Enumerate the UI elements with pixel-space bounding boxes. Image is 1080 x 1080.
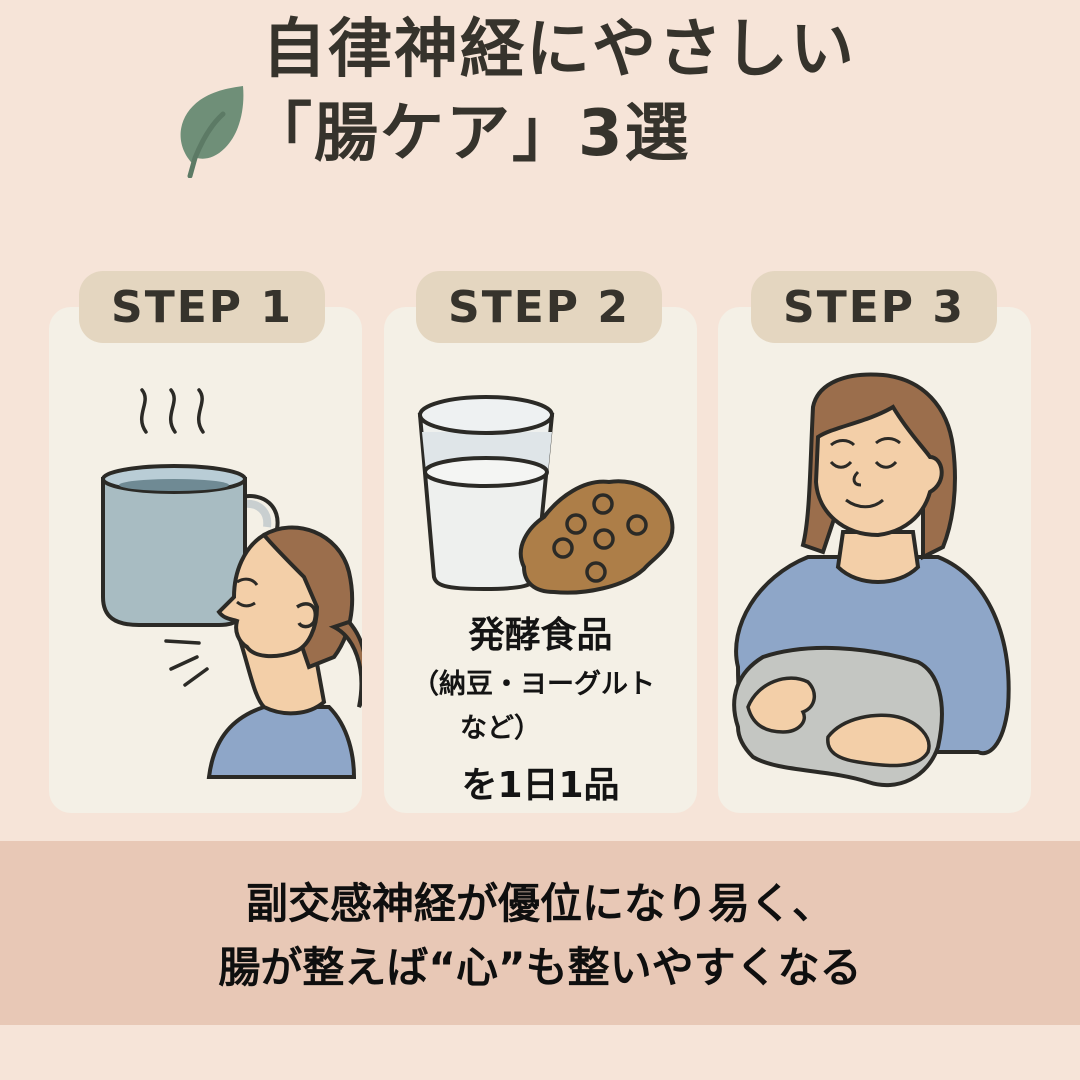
summary-banner: [0, 841, 1080, 1025]
step-2-main-text: 発酵食品: [468, 615, 613, 656]
exhale-lines-icon: [164, 639, 209, 687]
woman-exhaling-mug-illustration: [101, 388, 362, 779]
natto-icon: [518, 479, 675, 595]
step-2-sub-text-1: （納豆・ヨーグルト: [412, 669, 655, 700]
step-2-badge: STEP 2: [416, 271, 662, 343]
title-line-2: 「腸ケア」3選: [248, 97, 691, 171]
title-line-1: 自律神経にやさしい: [262, 13, 856, 87]
mug-icon: [101, 464, 280, 627]
summary-line-1: 副交感神経が優位になり易く、: [245, 879, 834, 928]
step-1-badge: STEP 1: [79, 271, 325, 343]
woman-profile-icon: [206, 525, 362, 779]
steam-icon: [139, 388, 205, 434]
hands-icon: [746, 676, 931, 768]
woman-hugging-cushion-illustration: [732, 372, 1011, 788]
step-2-end-text: を1日1品: [461, 765, 620, 806]
glass-of-milk-icon: [417, 395, 555, 592]
step-3-badge: STEP 3: [751, 271, 997, 343]
summary-line-2: 腸が整えば“心”も整いやすくなる: [218, 943, 862, 992]
milk-natto-illustration: [417, 395, 675, 595]
leaf-icon: [180, 86, 244, 178]
step-2-sub-text-2: など）: [460, 713, 541, 744]
